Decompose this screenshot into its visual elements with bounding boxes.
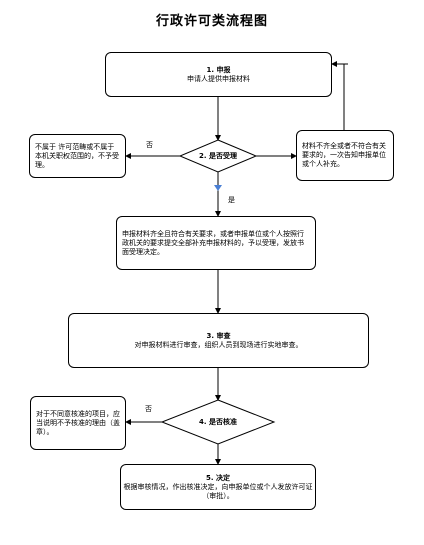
incomplete-box: 材料不齐全或者不符合有关要求的，一次告知申报单位或个人补充。: [296, 130, 394, 181]
step-decision-head: 5. 决定: [206, 473, 230, 482]
not-approved-box: 对于不同意核准的项目，应当说明不予核准的理由（盖章）。: [30, 396, 126, 450]
step-apply-body: 申请人提供申报材料: [187, 74, 250, 83]
incomplete-text: 材料不齐全或者不符合有关要求的，一次告知申报单位或个人补充。: [302, 142, 386, 168]
accept-text: 申报材料齐全且符合有关要求，或者申报单位或个人按照行政机关的要求提交全部补充申报…: [122, 229, 304, 256]
step-review-head: 3. 审查: [206, 331, 231, 340]
blue-marker-icon: [214, 185, 222, 191]
edge-label-yes-1: 是: [228, 196, 235, 204]
not-approved-text: 对于不同意核准的项目，应当说明不予核准的理由（盖章）。: [36, 409, 120, 436]
step-apply-head: 1. 申报: [206, 65, 231, 74]
decision-diamond-accept: [178, 139, 258, 173]
step-decision-box: 5. 决定 根据审核情况，作出核准决定，向申报单位或个人发放许可证（审批）。: [120, 464, 316, 510]
arrow-incomplete-to-apply: [343, 63, 348, 130]
chart-title: 行政许可类流程图: [155, 14, 268, 29]
not-in-scope-box: 不属于 许可范畴或不属于本机关职权范围的，不予受理。: [29, 134, 126, 178]
step-apply-box: 1. 申报 申请人提供申报材料: [105, 52, 332, 97]
step-review-body: 对申报材料进行审查，组织人员到现场进行实地审查。: [134, 340, 303, 349]
edge-label-no-1: 否: [146, 141, 153, 149]
decide-approve-label: 4. 是否核准: [199, 418, 237, 426]
step-review-box: 3. 审查 对申报材料进行审查，组织人员到现场进行实地审查。: [68, 313, 369, 368]
not-in-scope-text: 不属于 许可范畴或不属于本机关职权范围的，不予受理。: [35, 142, 119, 169]
decision-diamond-approve: [160, 399, 276, 445]
step-decision-body: 根据审核情况，作出核准决定，向申报单位或个人发放许可证（审批）。: [123, 482, 313, 500]
accept-box: 申报材料齐全且符合有关要求，或者申报单位或个人按照行政机关的要求提交全部补充申报…: [116, 216, 316, 270]
edge-label-no-2: 否: [145, 405, 152, 413]
decide-accept-label: 2. 是否受理: [199, 152, 237, 160]
